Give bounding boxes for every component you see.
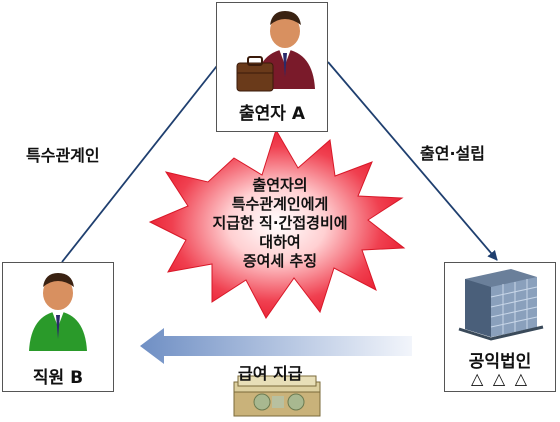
salary-label: 급여 지급 bbox=[238, 364, 303, 383]
salary-arrow bbox=[140, 328, 412, 364]
center-line: 지급한 직·간접경비에 bbox=[212, 214, 348, 232]
businessman-with-briefcase-icon bbox=[236, 11, 315, 92]
edge-right-label: 출연·설립 bbox=[420, 144, 485, 163]
edge-top-to-left bbox=[61, 61, 221, 263]
node-left-label: 직원 B bbox=[32, 368, 84, 388]
center-line: 대하여 bbox=[259, 233, 301, 251]
employee-icon bbox=[29, 273, 87, 351]
node-top-label: 출연자 A bbox=[239, 104, 305, 124]
center-line: 증여세 추징 bbox=[242, 252, 318, 270]
node-right-box: 공익법인 △ △ △ bbox=[444, 262, 556, 392]
office-building-icon bbox=[458, 269, 544, 341]
node-right-label: 공익법인 bbox=[468, 352, 532, 372]
banknote-bundle-icon bbox=[233, 375, 321, 417]
edge-top-to-right bbox=[327, 61, 498, 261]
node-top-box: 출연자 A bbox=[216, 2, 328, 132]
center-text: 출연자의 특수관계인에게 지급한 직·간접경비에 대하여 증여세 추징 bbox=[160, 176, 400, 271]
center-burst bbox=[148, 128, 406, 319]
node-right-sublabel: △ △ △ bbox=[470, 369, 530, 388]
center-line: 출연자의 bbox=[252, 176, 308, 194]
edge-left-label: 특수관계인 bbox=[26, 146, 100, 165]
node-left-box: 직원 B bbox=[2, 262, 114, 392]
center-line: 특수관계인에게 bbox=[231, 195, 329, 213]
